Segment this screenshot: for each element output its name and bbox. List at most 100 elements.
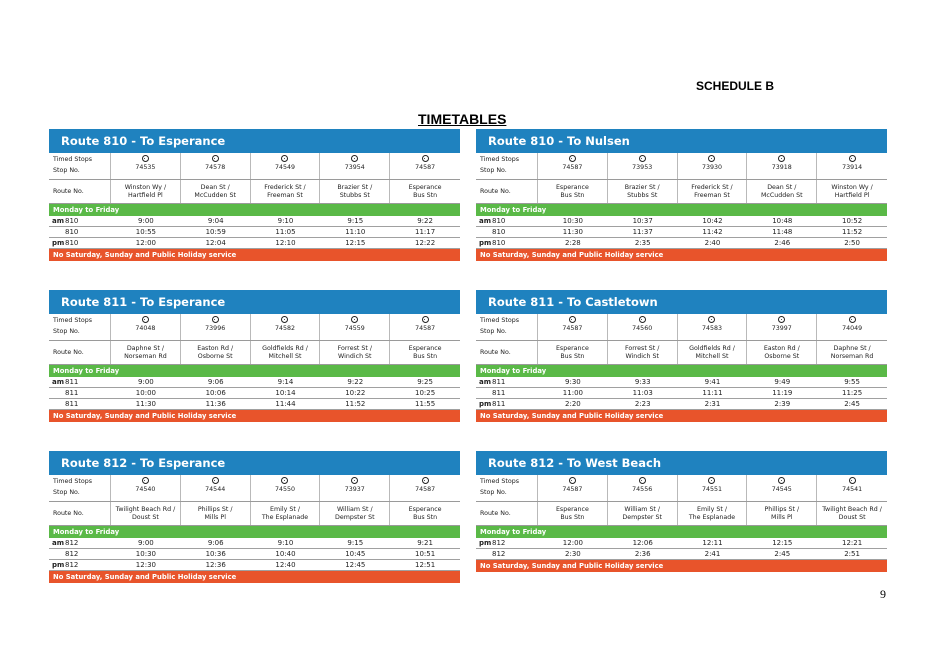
stop-number: 74535 xyxy=(135,164,156,171)
stop-name-line: Brazier St / xyxy=(337,184,373,192)
no-weekend-service-banner: No Saturday, Sunday and Public Holiday s… xyxy=(49,249,460,261)
stop-name: Twilight Beach Rd /Doust St xyxy=(111,502,181,525)
trip-time: 11:00 xyxy=(562,389,583,397)
stop-cell: 73914 xyxy=(817,153,887,179)
trip-route-number: 810 xyxy=(65,239,79,247)
route-no-label: Route No. xyxy=(49,502,111,525)
route-title: Route 811 - To Castletown xyxy=(476,290,887,314)
trip-time: 9:55 xyxy=(844,378,860,386)
timed-stop-icon xyxy=(281,316,289,323)
trip-period: pm xyxy=(479,539,492,547)
timed-stop-icon xyxy=(848,477,856,484)
stop-name-line: Doust St xyxy=(131,513,159,521)
stop-name: Daphne St /Norseman Rd xyxy=(817,341,887,364)
trip-time: 11:30 xyxy=(562,228,583,236)
stop-name-line: Norseman Rd xyxy=(124,352,167,360)
trip-route-number: 811 xyxy=(65,389,79,397)
route-title: Route 812 - To Esperance xyxy=(49,451,460,475)
trip-time: 11:36 xyxy=(205,400,226,408)
stop-name-line: Bus Stn xyxy=(560,191,585,199)
timed-stop-icon xyxy=(638,477,646,484)
stop-number: 73996 xyxy=(205,325,226,332)
stop-cell: 74587 xyxy=(390,475,460,501)
trip-time: 11:05 xyxy=(275,228,296,236)
route-title: Route 812 - To West Beach xyxy=(476,451,887,475)
stop-cell: 74560 xyxy=(608,314,678,340)
stop-name-line: Emily St / xyxy=(270,506,300,514)
stop-name-line: Norseman Rd xyxy=(830,352,874,360)
timed-stop-icon xyxy=(568,477,576,484)
stop-no-label: Stop No. xyxy=(53,167,80,174)
trip-period: am xyxy=(479,217,492,225)
stop-name: Frederick St /Freeman St xyxy=(678,180,748,203)
trip-time: 11:17 xyxy=(415,228,436,236)
trip-route-number: 810 xyxy=(65,228,79,236)
stop-number: 74544 xyxy=(205,486,226,493)
stop-cell: 74541 xyxy=(817,475,887,501)
timed-stop-icon xyxy=(141,316,149,323)
timed-stops-label: Timed Stops xyxy=(480,478,520,485)
stop-number: 74540 xyxy=(135,486,156,493)
trip-time: 11:44 xyxy=(275,400,296,408)
trip-route-number: 811 xyxy=(492,378,506,386)
trip-route: 812 xyxy=(476,549,538,559)
stop-name: Dean St /McCudden St xyxy=(181,180,251,203)
stop-number: 74048 xyxy=(135,325,156,332)
stop-name-line: Bus Stn xyxy=(413,352,438,360)
timed-stop-icon xyxy=(141,477,149,484)
stop-name: Winston Wy /Hartfield Pl xyxy=(111,180,181,203)
stop-number: 73937 xyxy=(344,486,365,493)
trip-route-number: 812 xyxy=(492,550,506,558)
stop-name-line: Mills Pl xyxy=(771,513,793,521)
stop-number: 73914 xyxy=(842,164,863,171)
stop-name-line: Daphne St / xyxy=(833,345,871,353)
stop-no-label: Stop No. xyxy=(480,489,507,496)
trip-time: 12:10 xyxy=(275,239,296,247)
trip-route-number: 812 xyxy=(65,561,79,569)
stop-name: Easton Rd /Osborne St xyxy=(181,341,251,364)
stop-cell: 74551 xyxy=(678,475,748,501)
days-banner: Monday to Friday xyxy=(476,204,887,216)
stop-name-line: Dempster St xyxy=(622,513,662,521)
stop-no-label: Stop No. xyxy=(53,328,80,335)
trip-time: 12:22 xyxy=(415,239,436,247)
stop-name-line: Esperance xyxy=(408,506,442,514)
trip-time: 11:48 xyxy=(772,228,793,236)
trip-time: 11:25 xyxy=(842,389,863,397)
stop-number: 74587 xyxy=(562,325,583,332)
stop-cell: 74540 xyxy=(111,475,181,501)
trip-time: 9:06 xyxy=(207,539,224,547)
trip-time: 2:40 xyxy=(704,239,721,247)
stop-name-line: Brazier St / xyxy=(624,184,660,192)
trip-period: pm xyxy=(479,239,492,247)
route-no-label: Route No. xyxy=(49,341,111,364)
trip-route-number: 812 xyxy=(492,539,506,547)
stop-name-line: William St / xyxy=(624,506,661,514)
trip-period: am xyxy=(52,378,65,386)
trip-time: 9:06 xyxy=(207,378,224,386)
trip-route-number: 811 xyxy=(65,400,79,408)
no-weekend-service-banner: No Saturday, Sunday and Public Holiday s… xyxy=(49,571,460,583)
trip-time: 12:51 xyxy=(415,561,436,569)
stop-cell: 74535 xyxy=(111,153,181,179)
timed-stop-icon xyxy=(778,316,786,323)
stop-name-line: Stubbs St xyxy=(627,191,658,199)
trip-route-number: 811 xyxy=(492,400,506,408)
stop-name: Phillips St /Mills Pl xyxy=(747,502,818,525)
trip-time: 10:48 xyxy=(772,217,793,225)
timed-stop-icon xyxy=(211,477,219,484)
